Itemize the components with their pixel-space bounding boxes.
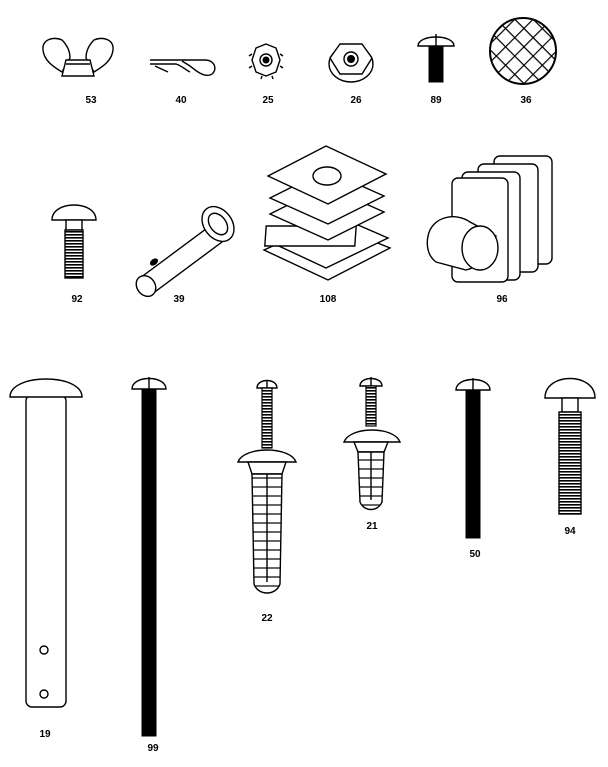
hairpin-clip-icon: [150, 59, 216, 77]
carriage-bolt-icon: [51, 204, 97, 279]
long-pin-icon: [9, 378, 83, 708]
part-label-96: 96: [496, 294, 508, 305]
part-label-39: 39: [173, 294, 185, 305]
part-label-94: 94: [564, 526, 576, 537]
part-label-26: 26: [350, 95, 362, 106]
part-label-19: 19: [39, 729, 51, 740]
part-label-108: 108: [320, 294, 337, 305]
long-carriage-bolt-icon: [544, 377, 596, 515]
part-label-92: 92: [71, 294, 83, 305]
part-label-22: 22: [261, 613, 273, 624]
square-glide-icon: [262, 145, 392, 281]
lock-nut-icon: [248, 43, 284, 80]
small-anchor-icon: [342, 377, 402, 511]
wing-nut-icon: [42, 37, 114, 77]
mesh-disc-icon: [489, 17, 557, 85]
large-anchor-icon: [236, 379, 298, 594]
part-label-99: 99: [147, 743, 159, 754]
part-label-89: 89: [430, 95, 442, 106]
clevis-pin-icon: [135, 205, 235, 298]
long-machine-screw-icon: [131, 377, 167, 737]
part-label-50: 50: [469, 549, 481, 560]
part-label-40: 40: [175, 95, 187, 106]
part-label-21: 21: [366, 521, 378, 532]
part-label-36: 36: [520, 95, 532, 106]
part-label-53: 53: [85, 95, 97, 106]
short-screw-icon: [417, 34, 455, 83]
machine-screw-icon: [455, 378, 491, 539]
tube-clamp-icon: [426, 155, 553, 283]
hex-nut-icon: [328, 43, 374, 83]
part-label-25: 25: [262, 95, 274, 106]
